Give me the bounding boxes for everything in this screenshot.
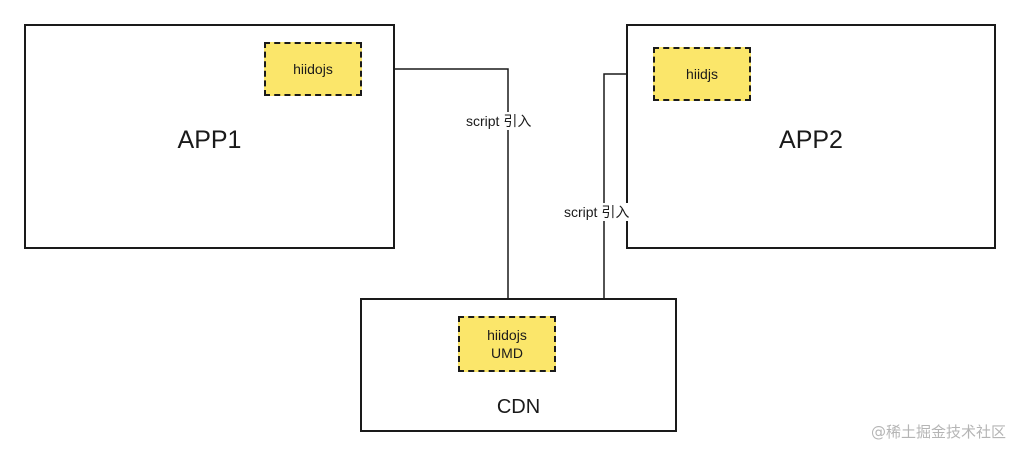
watermark-text: @稀土掘金技术社区 — [870, 423, 1006, 441]
app2-hiidjs-module: hiidjs — [653, 47, 751, 101]
app2-module-label: hiidjs — [686, 66, 718, 82]
app2-title: APP2 — [779, 126, 843, 154]
connector-label-app2: script 引入 — [560, 203, 634, 221]
cdn-hiidojs-umd-module: hiidojs UMD — [458, 316, 556, 372]
app1-hiidojs-module: hiidojs — [264, 42, 362, 96]
cdn-title: CDN — [496, 396, 541, 418]
connector-label-app1: script 引入 — [462, 112, 536, 130]
cdn-module-label-line2: UMD — [491, 345, 523, 361]
cdn-module-label-line1: hiidojs — [487, 327, 527, 343]
app1-title: APP1 — [177, 126, 242, 154]
app2-box: APP2 — [626, 24, 996, 249]
app1-module-label: hiidojs — [293, 61, 333, 77]
